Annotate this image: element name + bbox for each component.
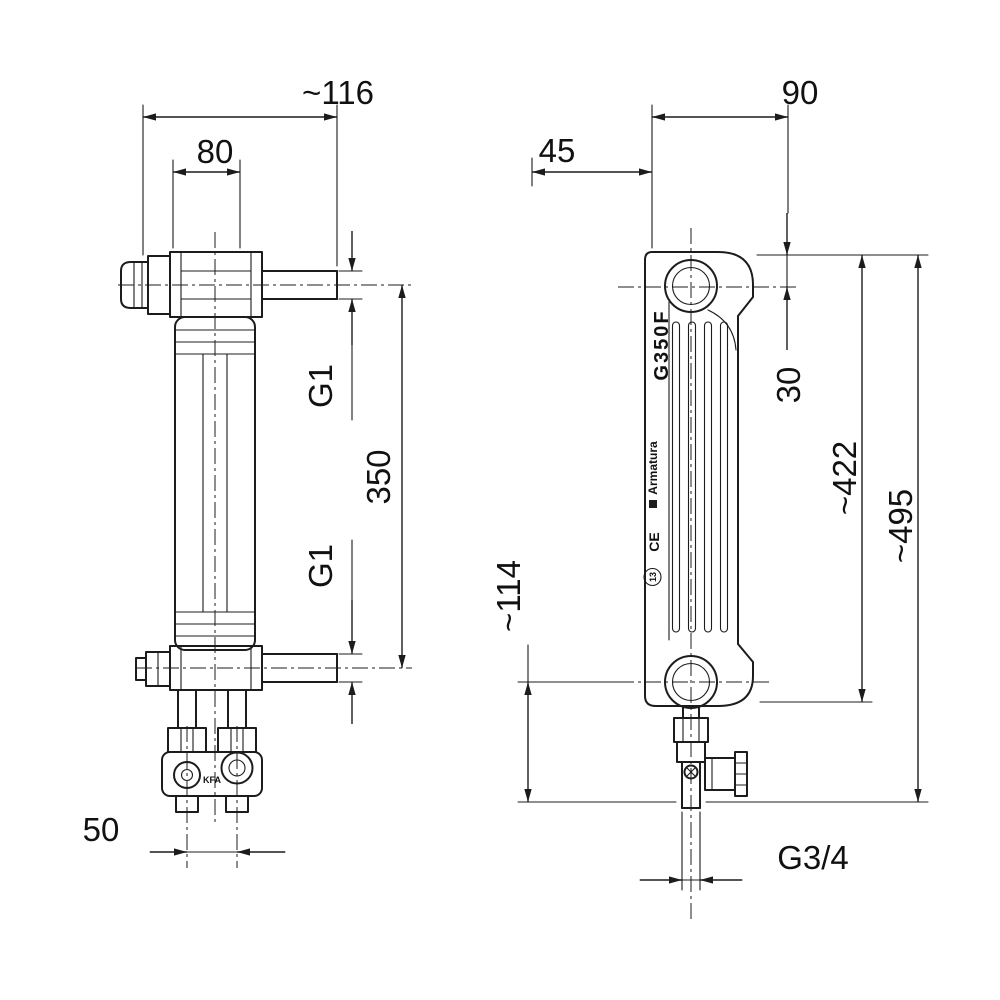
model-label: G350F (651, 309, 673, 380)
top-hub-boss (664, 259, 718, 313)
dim-connection-pitch: 350 (360, 449, 397, 504)
convector-fins (671, 309, 737, 633)
dim-depth: 90 (782, 74, 819, 111)
valve-tail-left (175, 795, 199, 813)
dim-overall-width: ~116 (302, 74, 374, 111)
armatura-logo-icon (649, 500, 657, 508)
bottom-valve (673, 705, 748, 809)
dim-front-offset: 45 (539, 132, 576, 169)
valve-screw (683, 764, 699, 780)
bottom-hub-boss (664, 655, 718, 709)
body-ribs (174, 329, 256, 637)
dim-header-width: 80 (197, 133, 234, 170)
cert-number: 13 (648, 572, 658, 582)
dim-hub-offset: 30 (770, 367, 807, 404)
dim-thread-bottom: G1 (302, 544, 339, 588)
valve-assembly-plan: KFA (161, 689, 263, 813)
top-view-outline: KFA (120, 251, 338, 813)
valve-body (676, 741, 706, 763)
cert-circle (643, 567, 662, 587)
bottom-connection-pipe (261, 653, 338, 683)
side-view-dimensions: 90 45 30 ~422 ~495 ~114 (490, 74, 929, 891)
side-view-outline: G350F Armatura CE 13 (643, 251, 754, 809)
top-view: KFA ~116 80 G1 350 (83, 74, 412, 868)
brand-label: Armatura (646, 441, 660, 495)
side-markings: G350F Armatura CE 13 (643, 309, 673, 587)
top-connection-pipe (261, 270, 338, 300)
valve-port-right (220, 751, 254, 785)
valve-tail-right (225, 795, 249, 813)
valve-block (161, 751, 263, 797)
dim-thread-top: G1 (302, 364, 339, 408)
side-stub-tip (135, 657, 147, 681)
dim-height-overall: ~495 (882, 489, 919, 563)
dim-height-connections: ~422 (826, 441, 863, 515)
top-view-centerlines (118, 232, 412, 868)
valve-port-left (173, 761, 201, 789)
dim-valve-drop: ~114 (490, 560, 527, 632)
section-profile (644, 251, 754, 707)
hex-plug-cap (120, 261, 149, 309)
section-body (174, 316, 256, 651)
top-view-dimensions: ~116 80 G1 350 G1 (83, 74, 406, 856)
ce-mark: CE (646, 532, 662, 551)
dim-valve-thread: G3/4 (777, 839, 849, 876)
dim-valve-spacing: 50 (83, 811, 120, 848)
valve-brand-label: KFA (203, 775, 222, 785)
side-view: G350F Armatura CE 13 (490, 74, 929, 920)
